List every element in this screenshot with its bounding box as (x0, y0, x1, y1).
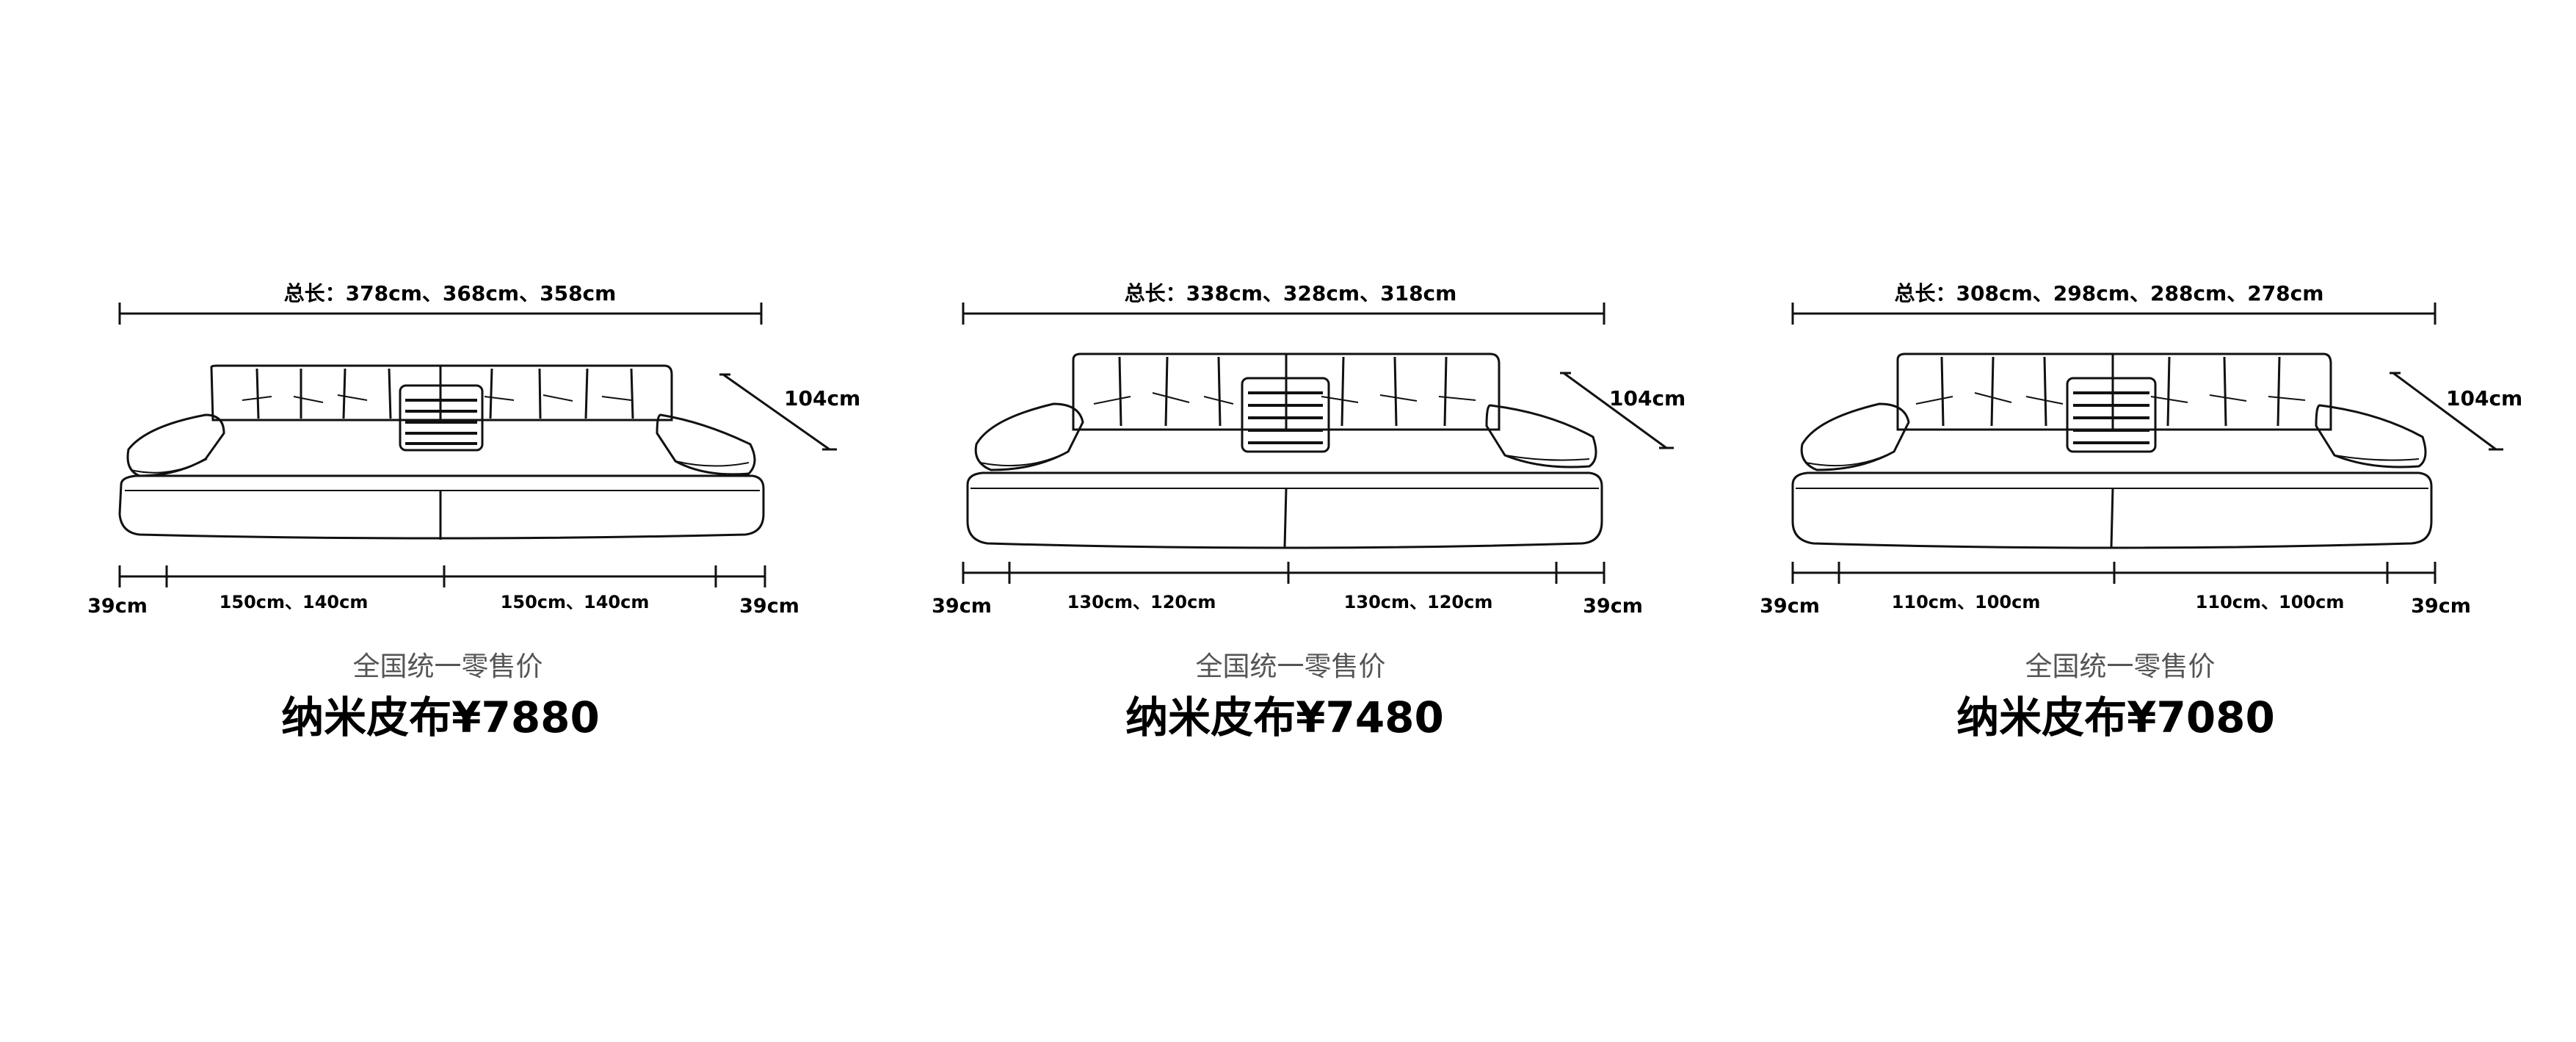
total-length-label: 总长：338cm、328cm、318cm (1124, 281, 1457, 305)
right-end-label: 39cm (739, 595, 799, 618)
left-segment-label: 130cm、120cm (1067, 592, 1216, 612)
left-end-label: 39cm (87, 595, 148, 618)
price-label: 纳米皮布¥7880 (281, 692, 600, 742)
total-length-label: 总长：378cm、368cm、358cm (283, 281, 617, 305)
sofa-dimension-drawing (1791, 303, 2503, 584)
product-card-1: 总长：378cm、368cm、358cm 104cm 39cm 150cm、14… (0, 0, 861, 1042)
price-label: 纳米皮布¥7480 (1125, 692, 1444, 742)
right-segment-label: 110cm、100cm (2195, 592, 2345, 612)
price-label: 纳米皮布¥7080 (1956, 692, 2275, 742)
right-segment-label: 150cm、140cm (500, 592, 650, 612)
product-card-3: 总长：308cm、298cm、288cm、278cm 104cm 39cm 11… (1718, 0, 2576, 1042)
total-length-label: 总长：308cm、298cm、288cm、278cm (1894, 281, 2324, 305)
sofa-dimension-drawing (118, 303, 837, 587)
right-end-label: 39cm (2411, 595, 2471, 618)
product-card-2: 总长：338cm、328cm、318cm 104cm 39cm 130cm、12… (859, 0, 1717, 1042)
retail-price-subtitle: 全国统一零售价 (1195, 651, 1386, 682)
depth-label: 104cm (784, 386, 861, 410)
left-end-label: 39cm (1760, 595, 1820, 618)
left-end-label: 39cm (932, 595, 992, 618)
retail-price-subtitle: 全国统一零售价 (352, 651, 543, 682)
depth-label: 104cm (1609, 386, 1686, 410)
depth-label: 104cm (2446, 386, 2523, 410)
retail-price-subtitle: 全国统一零售价 (2025, 651, 2216, 682)
left-segment-label: 110cm、100cm (1891, 592, 2041, 612)
right-end-label: 39cm (1583, 595, 1643, 618)
sofa-dimension-drawing (962, 303, 1674, 584)
left-segment-label: 150cm、140cm (219, 592, 369, 612)
right-segment-label: 130cm、120cm (1343, 592, 1493, 612)
